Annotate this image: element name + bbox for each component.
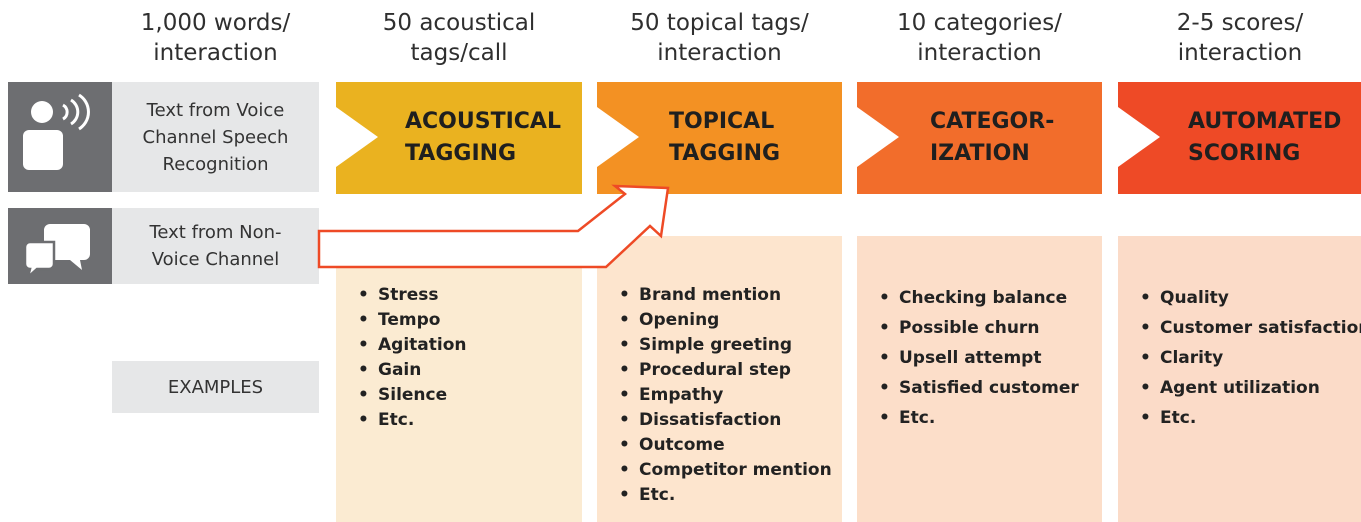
- list-item: •Gain: [358, 360, 422, 380]
- header-line1: 2-5 scores/: [1176, 10, 1304, 36]
- list-item: •Etc.: [1140, 408, 1197, 428]
- nonvoice-icon-box: [8, 208, 112, 284]
- list-item: •Clarity: [1140, 348, 1224, 368]
- person-speaking-icon: [23, 93, 90, 170]
- header-scores: 2-5 scores/ interaction: [1118, 8, 1361, 68]
- list-item: •Simple greeting: [619, 335, 793, 355]
- list-item: •Checking balance: [879, 288, 1068, 308]
- bypass-arrow-shape: [317, 184, 670, 269]
- stage-label-line2: SCORING: [1188, 141, 1301, 166]
- examples-acoustical-panel: •Stress •Tempo •Agitation •Gain •Silence…: [336, 236, 582, 522]
- header-line1: 10 categories/: [897, 10, 1062, 36]
- stage-label-line2: TAGGING: [669, 141, 781, 166]
- examples-scoring-panel: •Quality •Customer satisfaction •Clarity…: [1118, 236, 1361, 522]
- examples-list: •Brand mention •Opening •Simple greeting…: [619, 283, 832, 508]
- nonvoice-source-line1: Text from Non-: [149, 222, 282, 243]
- examples-list: •Checking balance •Possible churn •Upsel…: [879, 283, 1079, 433]
- header-line2: interaction: [657, 40, 782, 66]
- list-item: •Brand mention: [619, 285, 782, 305]
- list-item: •Outcome: [619, 435, 725, 455]
- list-item: •Competitor mention: [619, 460, 832, 480]
- stage-label-line2: TAGGING: [405, 141, 517, 166]
- header-line2: interaction: [1177, 40, 1303, 66]
- examples-list: •Stress •Tempo •Agitation •Gain •Silence…: [358, 283, 467, 433]
- list-item: •Agent utilization: [1140, 378, 1320, 398]
- header-line2: tags/call: [410, 40, 508, 66]
- stage-arrow-shape: [336, 82, 582, 194]
- stage-automated-scoring: AUTOMATED SCORING: [1118, 82, 1361, 194]
- header-line1: 50 topical tags/: [630, 10, 809, 36]
- list-item: •Satisfied customer: [879, 378, 1079, 398]
- header-topical: 50 topical tags/ interaction: [597, 8, 842, 68]
- chat-bubbles-icon: [23, 224, 90, 281]
- stage-arrow-shape: [597, 82, 842, 194]
- list-item: •Quality: [1140, 288, 1229, 308]
- examples-label-text: EXAMPLES: [167, 376, 264, 398]
- voice-source-line2: Channel Speech: [142, 126, 289, 148]
- header-acoustical: 50 acoustical tags/call: [336, 8, 582, 68]
- voice-source-line3: Recognition: [162, 153, 269, 175]
- header-line1: 1,000 words/: [140, 10, 291, 36]
- stage-label-line1: CATEGOR-: [930, 109, 1055, 134]
- list-item: •Empathy: [619, 385, 724, 405]
- examples-topical-panel: •Brand mention •Opening •Simple greeting…: [597, 236, 842, 522]
- stage-acoustical-tagging: ACOUSTICAL TAGGING: [336, 82, 582, 194]
- examples-categorization-panel: •Checking balance •Possible churn •Upsel…: [857, 236, 1102, 522]
- nonvoice-source-box: Text from Non- Voice Channel: [112, 208, 319, 284]
- voice-icon-box: [8, 82, 112, 192]
- stage-arrow-shape: [857, 82, 1102, 194]
- list-item: •Etc.: [358, 410, 415, 430]
- list-item: •Stress: [358, 285, 439, 305]
- voice-source-line1: Text from Voice: [146, 99, 285, 121]
- list-item: •Silence: [358, 385, 448, 405]
- examples-label: EXAMPLES: [112, 361, 319, 413]
- stage-label-line1: AUTOMATED: [1188, 109, 1342, 134]
- voice-source-box: Text from Voice Channel Speech Recogniti…: [112, 82, 319, 192]
- list-item: •Agitation: [358, 335, 467, 355]
- list-item: •Opening: [619, 310, 720, 330]
- header-categories: 10 categories/ interaction: [857, 8, 1102, 68]
- list-item: •Upsell attempt: [879, 348, 1042, 368]
- stage-topical-tagging: TOPICAL TAGGING: [597, 82, 842, 194]
- stage-label-line2: IZATION: [930, 141, 1030, 166]
- header-line2: interaction: [153, 40, 278, 66]
- list-item: •Customer satisfaction: [1140, 318, 1361, 338]
- nonvoice-source-line2: Voice Channel: [151, 249, 280, 270]
- list-item: •Possible churn: [879, 318, 1040, 338]
- list-item: •Tempo: [358, 310, 441, 330]
- stage-label-line1: TOPICAL: [669, 109, 775, 134]
- stage-label-line1: ACOUSTICAL: [405, 109, 561, 134]
- stage-categorization: CATEGOR- IZATION: [857, 82, 1102, 194]
- header-words: 1,000 words/ interaction: [112, 8, 319, 68]
- examples-list: •Quality •Customer satisfaction •Clarity…: [1140, 283, 1361, 433]
- list-item: •Etc.: [879, 408, 936, 428]
- stage-arrow-shape: [1118, 82, 1361, 194]
- header-line2: interaction: [917, 40, 1042, 66]
- list-item: •Procedural step: [619, 360, 791, 380]
- header-line1: 50 acoustical: [382, 10, 536, 36]
- list-item: •Etc.: [619, 485, 676, 505]
- list-item: •Dissatisfaction: [619, 410, 782, 430]
